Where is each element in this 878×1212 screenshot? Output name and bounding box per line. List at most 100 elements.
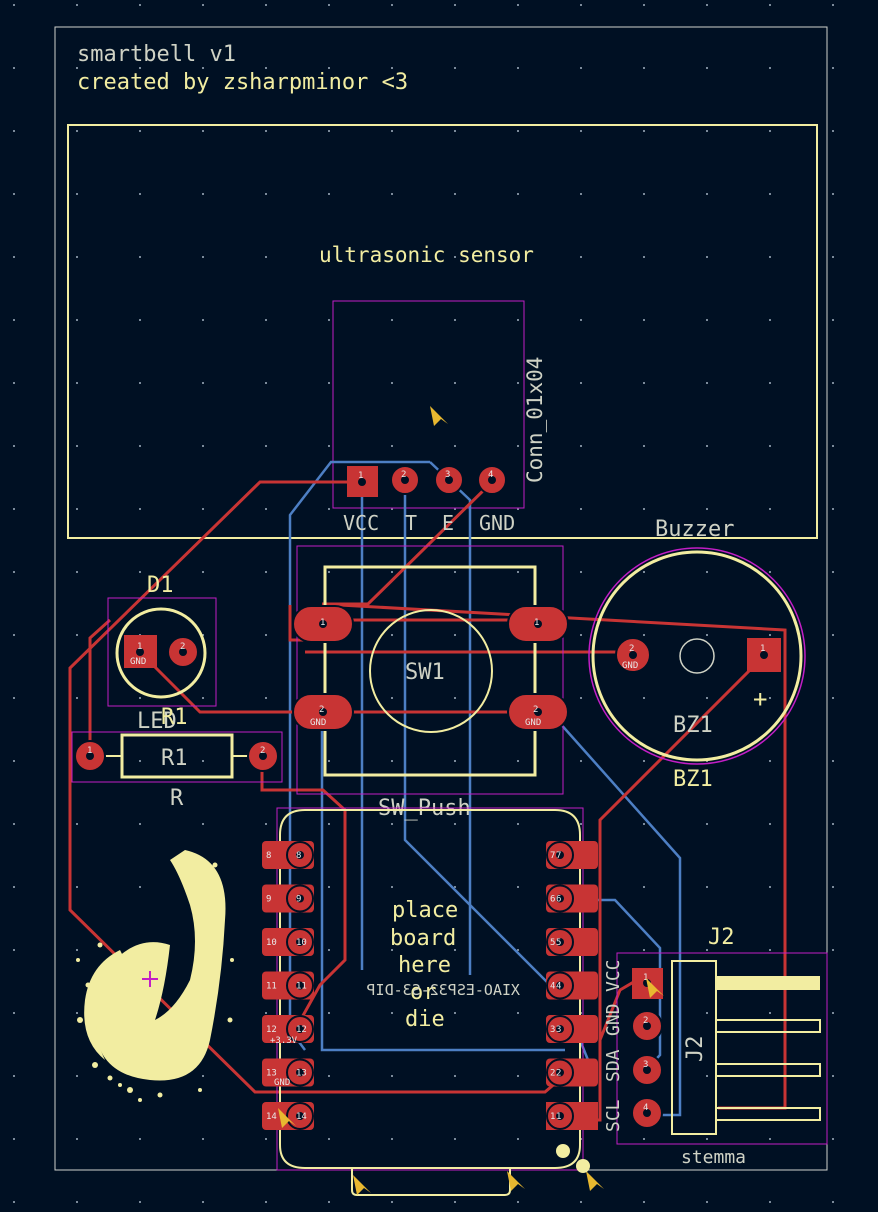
- svg-text:+3.3V: +3.3V: [270, 1036, 298, 1046]
- u1-note-1: place: [392, 898, 458, 923]
- anchor-arrow-0: [430, 406, 448, 426]
- svg-text:GND: GND: [274, 1078, 290, 1088]
- sensor-value: Conn_01x04: [523, 357, 547, 483]
- bz1-value: Buzzer: [655, 517, 734, 542]
- sw1-courtyard: [296, 545, 564, 795]
- svg-text:4: 4: [488, 470, 493, 480]
- sensor-pin-gnd: GND: [479, 511, 515, 535]
- r1-ref: R1: [161, 746, 188, 771]
- j2-pin-scl: SCL: [603, 1099, 624, 1132]
- svg-text:2: 2: [533, 705, 538, 715]
- svg-text:13: 13: [296, 1069, 307, 1079]
- svg-text:10: 10: [266, 938, 277, 948]
- svg-text:2: 2: [550, 1069, 555, 1079]
- sensor-pin-vcc: VCC: [343, 511, 379, 535]
- j2-value: stemma: [681, 1147, 746, 1168]
- r1-value: R: [170, 786, 184, 811]
- svg-text:2: 2: [319, 705, 324, 715]
- r1-body: [120, 733, 234, 779]
- sw1-actuator: [369, 609, 493, 733]
- bz1-center-hole: [679, 638, 715, 674]
- svg-text:12: 12: [266, 1025, 277, 1035]
- svg-text:2: 2: [180, 642, 185, 652]
- j2-pin-vcc: VCC: [603, 959, 624, 992]
- svg-text:14: 14: [296, 1112, 307, 1122]
- svg-text:9: 9: [296, 895, 301, 905]
- u1-note-4: or: [410, 980, 437, 1005]
- u1-left-pads: 8 8 9 9 10 10 11 11 12 12 13 13 14 14: [262, 841, 314, 1130]
- j2-body: [671, 960, 717, 1135]
- anchor-arrow-4: [586, 1171, 604, 1191]
- sensor-pin-t: T: [405, 511, 417, 535]
- svg-text:5: 5: [550, 938, 555, 948]
- bz1-outline: [591, 550, 803, 762]
- footprint-anchor-markers: [278, 406, 664, 1195]
- svg-text:11: 11: [266, 982, 277, 992]
- svg-text:1: 1: [550, 1112, 555, 1122]
- j2-courtyard: [616, 952, 828, 1145]
- u1-note-2: board: [390, 926, 456, 951]
- sensor-label: ultrasonic sensor: [319, 243, 534, 267]
- bz1-plus: +: [753, 685, 767, 713]
- j2-pin-sda: SDA: [603, 1049, 624, 1082]
- svg-text:1: 1: [534, 618, 539, 628]
- svg-text:11: 11: [296, 982, 307, 992]
- j2-pin-gnd: GND: [603, 1003, 624, 1036]
- d1-value: LED: [137, 709, 177, 734]
- d1-courtyard: [107, 597, 217, 707]
- svg-text:12: 12: [296, 1025, 307, 1035]
- u1-outline: [279, 809, 581, 1169]
- anchor-arrow-3: [507, 1171, 525, 1191]
- j2-pin-4-lead: [715, 1107, 821, 1121]
- anchor-arrow-2: [353, 1175, 371, 1195]
- anchor-arrow-1: [278, 1108, 296, 1128]
- board-title: smartbell v1: [77, 42, 236, 67]
- anchor-arrow-5: [646, 978, 664, 998]
- svg-text:4: 4: [643, 1103, 648, 1113]
- svg-text:1: 1: [643, 973, 648, 983]
- svg-text:GND: GND: [525, 718, 541, 728]
- svg-text:14: 14: [266, 1112, 277, 1122]
- j2-pin-3-lead: [715, 1063, 821, 1077]
- svg-text:2: 2: [260, 746, 265, 756]
- sensor-pin-e: E: [442, 511, 454, 535]
- board-subtitle: created by zsharpminor <3: [77, 70, 408, 95]
- r1-courtyard: [71, 731, 283, 783]
- swirl-logo-artwork: [76, 850, 234, 1102]
- u1-usb-outline: [351, 1168, 511, 1196]
- svg-text:1: 1: [760, 644, 765, 654]
- svg-text:1: 1: [358, 471, 363, 481]
- svg-text:9: 9: [266, 895, 271, 905]
- sensor-pads: 1 2 3 4: [347, 465, 507, 497]
- svg-text:GND: GND: [130, 657, 146, 667]
- svg-text:7: 7: [550, 851, 555, 861]
- sensor-courtyard: [332, 300, 525, 509]
- svg-text:6: 6: [556, 895, 561, 905]
- j2-pin-1-lead: [716, 976, 820, 990]
- d1-ref: D1: [147, 573, 174, 598]
- svg-text:8: 8: [296, 851, 301, 861]
- u1-pin1-marker: [556, 1144, 570, 1158]
- svg-text:1: 1: [320, 618, 325, 628]
- u1-note-5: die: [405, 1007, 445, 1032]
- svg-text:1: 1: [137, 642, 142, 652]
- d1-outline: [115, 607, 207, 699]
- svg-text:10: 10: [296, 938, 307, 948]
- svg-text:2: 2: [401, 470, 406, 480]
- svg-text:13: 13: [266, 1069, 277, 1079]
- svg-text:8: 8: [266, 851, 271, 861]
- crosshair-marker: [142, 971, 158, 987]
- u1-note-3: here: [398, 953, 451, 978]
- u1-value-mirrored: XIAO-ESP32-S3-DIP: [366, 981, 520, 999]
- svg-text:2: 2: [629, 644, 634, 654]
- j2-ref: J2: [708, 925, 735, 950]
- svg-text:3: 3: [643, 1060, 648, 1070]
- svg-text:7: 7: [556, 851, 561, 861]
- svg-text:1: 1: [556, 1112, 561, 1122]
- svg-text:3: 3: [445, 470, 450, 480]
- sw1-pads: 1 1 2 2 GND GND: [292, 605, 569, 731]
- svg-text:6: 6: [550, 895, 555, 905]
- svg-text:5: 5: [556, 938, 561, 948]
- svg-text:2: 2: [643, 1016, 648, 1026]
